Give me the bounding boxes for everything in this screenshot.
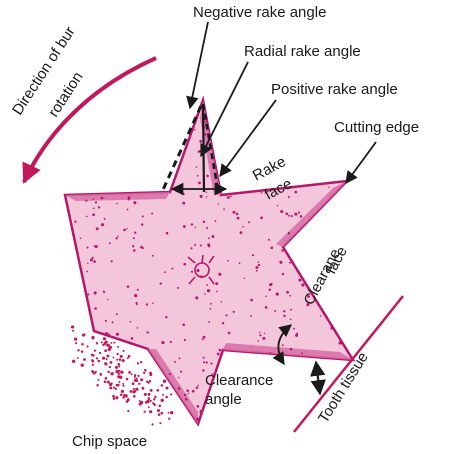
label-cutting-edge: Cutting edge <box>334 119 419 136</box>
clearance-angle-arc <box>272 324 292 366</box>
label-tooth-tissue: Tooth tissue <box>315 349 372 426</box>
positive-rake-leader <box>219 99 277 178</box>
radial-rake-leader <box>200 61 249 158</box>
rotation-direction-arrow <box>22 56 157 184</box>
label-clearance-angle-line1: Clearance <box>205 372 273 389</box>
bur-center-icon <box>187 254 215 285</box>
chip-space-particles <box>70 325 174 426</box>
label-direction-line2: rotation <box>45 69 87 120</box>
label-positive-rake-angle: Positive rake angle <box>271 81 398 98</box>
tooth-tissue-line <box>293 295 404 433</box>
label-chip-space: Chip space <box>72 433 147 450</box>
radial-rake-line <box>201 103 206 193</box>
label-radial-rake-angle: Radial rake angle <box>244 43 361 60</box>
leader-arrows <box>186 21 377 185</box>
label-clearance-angle-line2: angle <box>205 391 242 408</box>
negative-rake-line <box>160 105 203 193</box>
cutting-edge-leader <box>345 141 377 185</box>
label-negative-rake-angle: Negative rake angle <box>193 4 326 21</box>
clearance-gap-arrow <box>310 360 326 396</box>
negative-rake-leader <box>186 21 209 110</box>
